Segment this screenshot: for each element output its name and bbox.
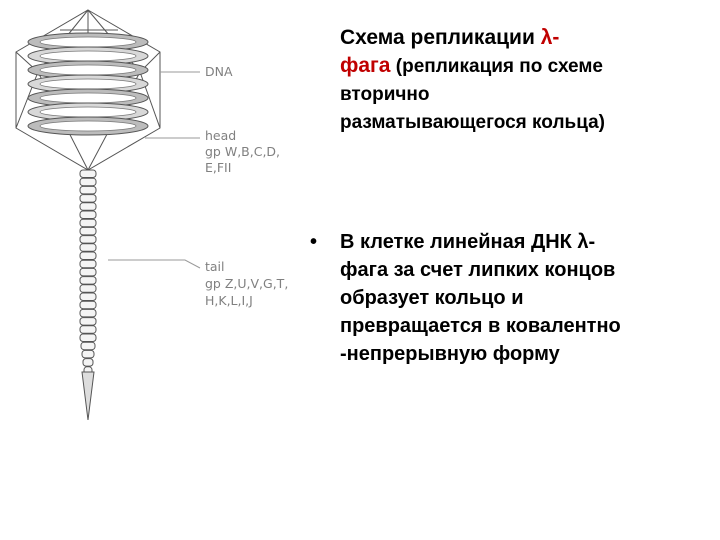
dna-turn-inner <box>39 120 137 132</box>
tail-tip <box>81 371 95 421</box>
tail-segment <box>79 169 97 178</box>
title-subtitle-1: (репликация по схеме <box>390 56 604 77</box>
tail-segment <box>81 349 95 359</box>
dna-turn-inner <box>39 50 137 62</box>
slide-title: Схема репликации λ- фага (репликация по … <box>340 24 712 137</box>
tail-proteins-label: gp Z,U,V,G,T, <box>205 276 288 291</box>
tail-segment <box>79 317 97 326</box>
tail-segment <box>79 325 97 334</box>
tail-segment <box>79 177 97 187</box>
dna-turn-inner <box>39 64 137 76</box>
tail-label: tail <box>205 259 225 274</box>
tail-segment <box>79 226 97 236</box>
bullet-line: образует кольцо и <box>340 287 524 309</box>
title-subtitle-3: разматывающегося кольца) <box>340 112 605 133</box>
bullet-line: В клетке линейная ДНК λ- <box>340 231 596 253</box>
tail-segment <box>79 185 97 195</box>
bullet-line: превращается в ковалентно <box>340 315 621 337</box>
title-subtitle-2: вторично <box>340 84 430 105</box>
title-text: Схема репликации <box>340 26 541 49</box>
tail-leader-line <box>108 259 201 269</box>
tail-segment <box>79 284 97 293</box>
dna-turn-inner <box>39 92 137 104</box>
tail-segment <box>79 333 97 342</box>
tail-segment <box>79 235 97 244</box>
tail-segment <box>79 276 97 285</box>
tail-segment <box>79 292 97 301</box>
dna-label: DNA <box>205 64 233 79</box>
bullet-line: фага за счет липких концов <box>340 259 616 281</box>
title-lambda: λ- <box>540 26 560 49</box>
tail-segment <box>79 218 97 228</box>
head-proteins-label: gp W,B,C,D, <box>205 144 280 159</box>
tail-segment <box>79 202 97 211</box>
phage-diagram: DNA head gp W,B,C,D, E,FII tail gp Z,U,V… <box>15 9 288 421</box>
tail-segment <box>79 259 97 269</box>
tail-segment <box>79 267 97 277</box>
title-phage-word: фага <box>340 54 391 77</box>
tail-segment <box>82 358 94 367</box>
tail-segment <box>80 341 96 351</box>
tail-segment <box>79 194 97 203</box>
tail-segment <box>79 243 97 252</box>
dna-turn-inner <box>39 78 137 90</box>
dna-turn-inner <box>39 106 137 118</box>
tail-segment <box>79 251 97 260</box>
tail-segment <box>79 308 97 318</box>
dna-coil <box>27 32 149 136</box>
bullet-marker: • <box>310 231 318 253</box>
head-label: head <box>205 128 236 143</box>
dna-turn-inner <box>39 36 137 48</box>
bullet-text: В клетке линейная ДНК λ- фага за счет ли… <box>340 228 710 368</box>
bullet-line: -непрерывную форму <box>340 343 560 365</box>
tail-segment <box>79 300 97 310</box>
tail-proteins-label-2: H,K,L,I,J <box>205 293 253 308</box>
head-proteins-label-2: E,FII <box>205 160 231 175</box>
phage-tail <box>79 169 97 375</box>
tail-segment <box>79 210 97 219</box>
